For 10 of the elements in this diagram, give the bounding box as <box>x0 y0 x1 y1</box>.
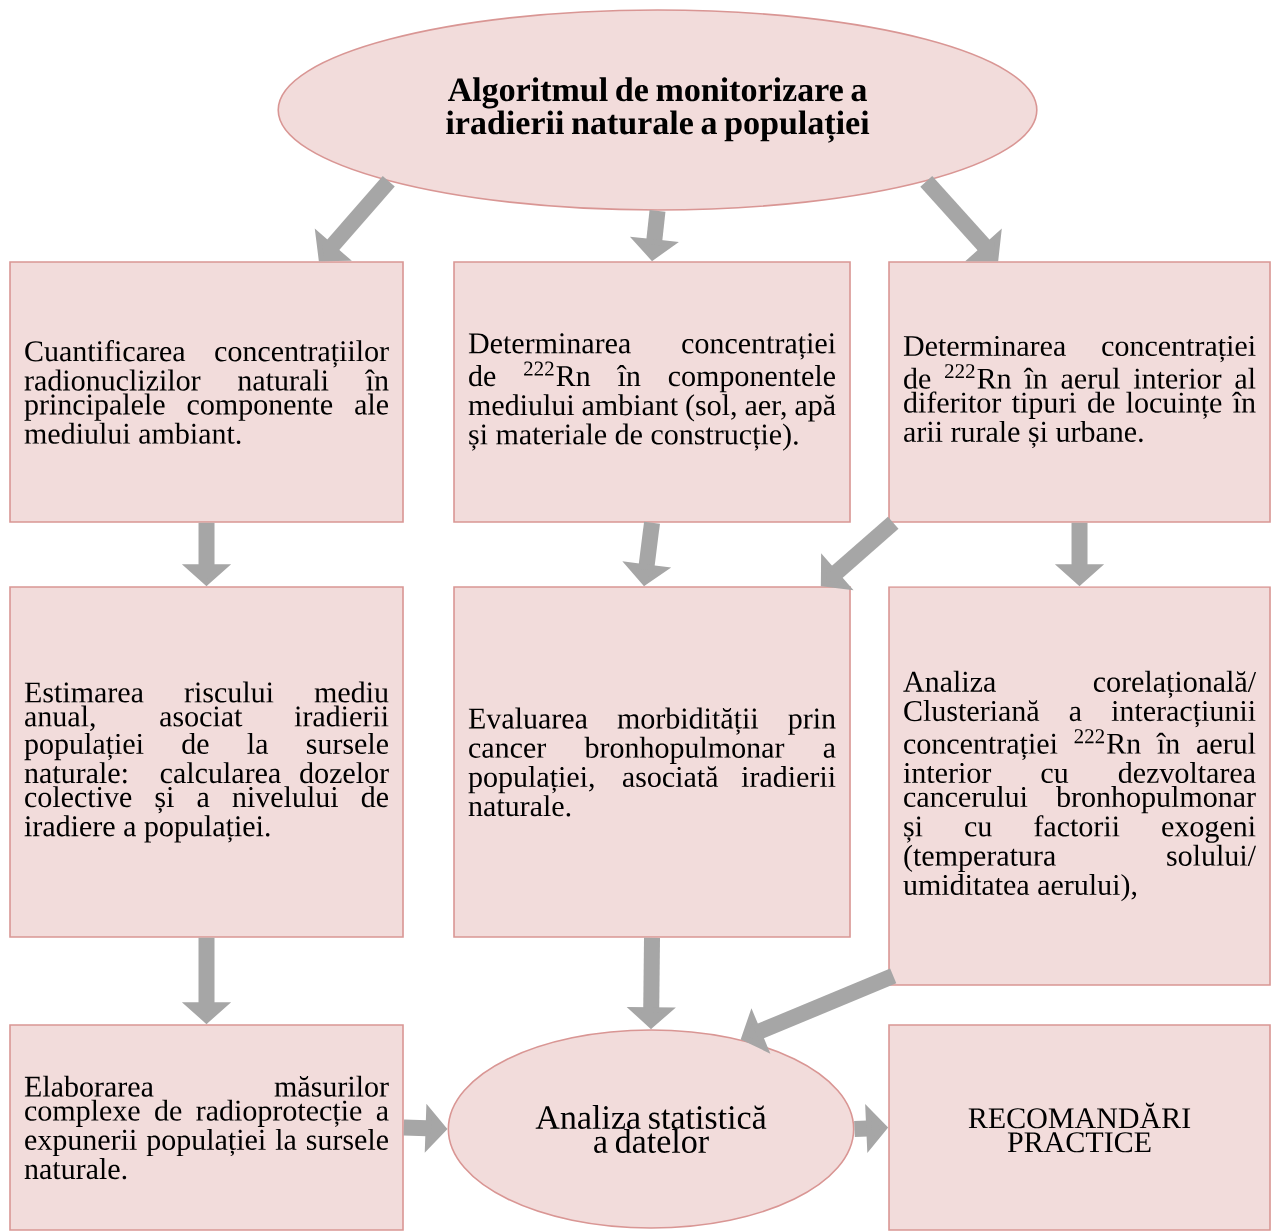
result-box: RECOMANDĂRI PRACTICE <box>888 1024 1271 1231</box>
process-box: Analiza corelațională/ Clusteriană a interacțiunii concentrației $^{222}$Rn în aerul interior cu dezvoltarea cancerului bronhopulmonar și cu factorii exogeni (temperatura solului/ umiditatea aerului), <box>888 586 1271 986</box>
process-box: Estimarea riscului mediu anual, asociat iradierii populației de la sursele naturale: calcularea dozelor colective și a nivelului de iradiere a populației. <box>9 586 404 938</box>
process-box: Elaborarea măsurilor complexe de radioprotecție a expunerii populației la sursele naturale. <box>9 1024 404 1231</box>
process-box: Determinarea concentrației de $^{222}$Rn în aerul interior al diferitor tipuri de locuințe în arii rurale și urbane. <box>888 261 1271 523</box>
arrow <box>920 175 1002 262</box>
process-box: Determinarea concentrației de $^{222}$Rn în componentele mediului ambiant (sol, aer, apă și materiale de construcție). <box>453 261 851 523</box>
process-box: Cuantificarea concentrațiilor radionuclizilor naturali în principalele componente ale mediului ambiant. <box>9 261 404 523</box>
process-box: Evaluarea morbidității prin cancer bronhopulmonar a populației, asociată iradierii naturale. <box>453 586 851 938</box>
arrow <box>820 516 899 591</box>
